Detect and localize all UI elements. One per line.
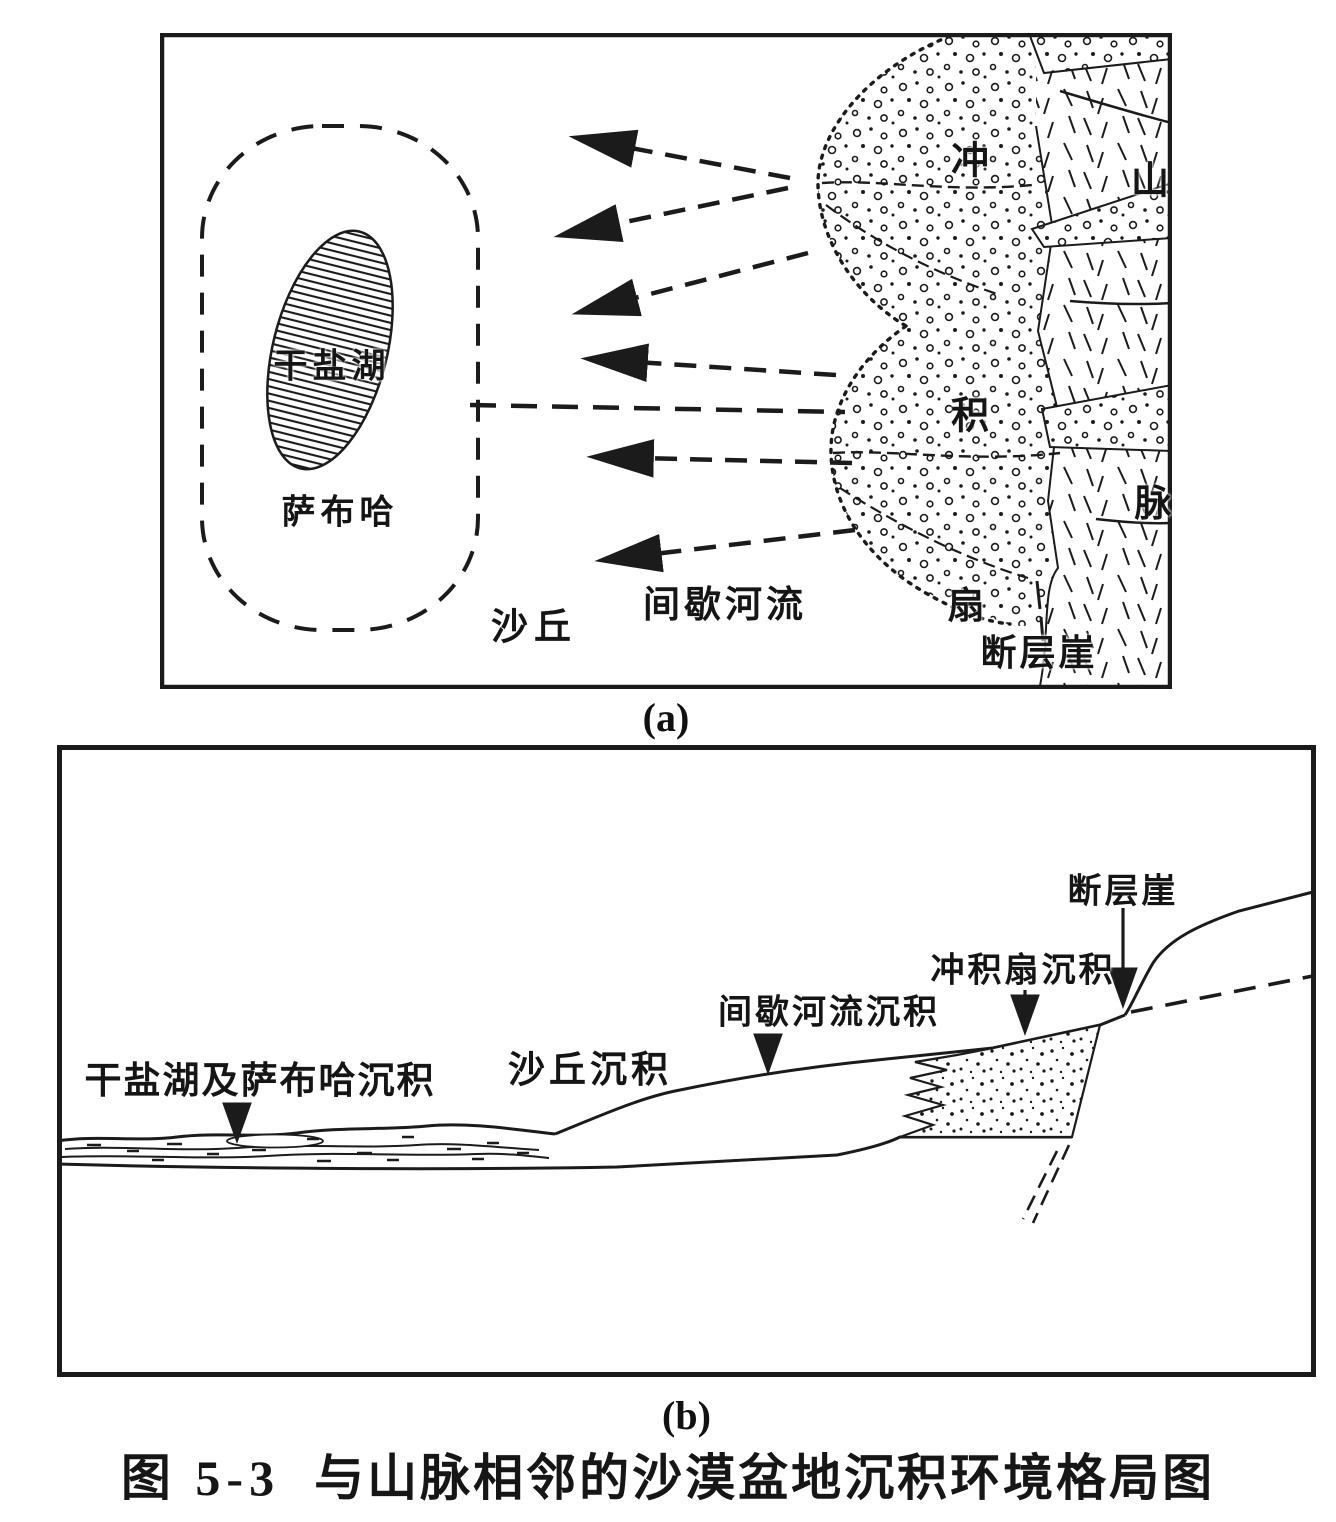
- fan-channel-4: [839, 487, 1029, 580]
- projected-dashed-line: [1130, 974, 1314, 1014]
- label-sand-dunes: 沙丘: [491, 607, 577, 648]
- label-alluvial-char-1: 冲: [950, 140, 990, 183]
- figure-caption: 图 5-3 与山脉相邻的沙漠盆地沉积环境格局图: [0, 1438, 1336, 1510]
- panel-a-plan-view: 干盐湖 萨布哈 沙丘 间歇河流 冲 积 扇 山 脉 断层崖: [160, 33, 1172, 689]
- fan-channel-1: [821, 181, 1033, 189]
- panel-b-drawing: [57, 745, 1316, 1377]
- playa-boundary: [200, 124, 480, 632]
- canyon-gravel-middle: [1030, 181, 1172, 249]
- label-fan-deposits: 冲积扇沉积: [930, 952, 1116, 990]
- figure-number: 图 5-3: [120, 1450, 281, 1506]
- upper-fan-margin: [816, 34, 952, 328]
- playa-lens-lamina-2: [60, 1152, 550, 1159]
- label-fault-scarp-b: 断层崖: [1067, 873, 1179, 911]
- flow-line-to-lake: [469, 402, 846, 415]
- fault-scarp-leader: [1035, 580, 1045, 642]
- ridge-line-1: [1059, 89, 1172, 125]
- playa-lens-lamina-1: [64, 1143, 540, 1151]
- panel-a-drawing: [160, 33, 1172, 689]
- label-fault-scarp-a: 断层崖: [980, 633, 1098, 673]
- canyon-gravel-lower: [1040, 383, 1172, 453]
- salt-lake-body: [266, 229, 394, 471]
- playa-lens-dashes: [87, 1135, 529, 1163]
- surface-profile: [554, 1013, 1126, 1136]
- label-alluvial-char-3: 扇: [947, 586, 985, 627]
- flow-arrow-4: [580, 343, 837, 383]
- playa-lens-gap: [226, 1133, 324, 1149]
- flow-arrow-3: [571, 250, 809, 317]
- panel-a-tag: (a): [642, 695, 690, 740]
- playa-lens-top: [57, 1123, 556, 1143]
- flow-arrow-6: [594, 527, 856, 573]
- flow-arrow-5: [586, 439, 853, 478]
- label-intermittent-river: 间歇河流: [643, 585, 807, 626]
- basin-base-line: [57, 1135, 1072, 1171]
- label-alluvial-char-2: 积: [950, 395, 990, 438]
- ridge-line-2: [1069, 299, 1172, 306]
- label-river-deposits: 间歇河流沉积: [718, 994, 940, 1032]
- label-sabkha: 萨布哈: [281, 494, 399, 532]
- fan-channel-3: [832, 451, 1061, 458]
- fan-deposit-wedge: [899, 1023, 1102, 1139]
- flow-arrow-1: [568, 129, 791, 181]
- panel-b-cross-section: 断层崖 冲积扇沉积 间歇河流沉积 沙丘沉积 干盐湖及萨布哈沉积: [57, 745, 1316, 1377]
- panel-b-tag: (b): [662, 1393, 711, 1438]
- label-playa-sabkha-deposits: 干盐湖及萨布哈沉积: [84, 1061, 436, 1102]
- label-dry-salt-lake: 干盐湖: [273, 348, 391, 386]
- label-mountain-char-1: 山: [1130, 160, 1170, 203]
- label-dune-deposits: 沙丘沉积: [508, 1050, 672, 1091]
- mountain-hachure: [1036, 36, 1172, 686]
- fault-trace: [1021, 1144, 1071, 1224]
- lower-fan-margin: [829, 324, 1012, 626]
- figure-title: 与山脉相邻的沙漠盆地沉积环境格局图: [314, 1450, 1216, 1506]
- ridge-line-3: [1095, 517, 1172, 525]
- label-mountain-char-2: 脉: [1134, 484, 1172, 525]
- flow-arrow-2: [553, 185, 789, 243]
- fan-channel-2: [825, 204, 1001, 297]
